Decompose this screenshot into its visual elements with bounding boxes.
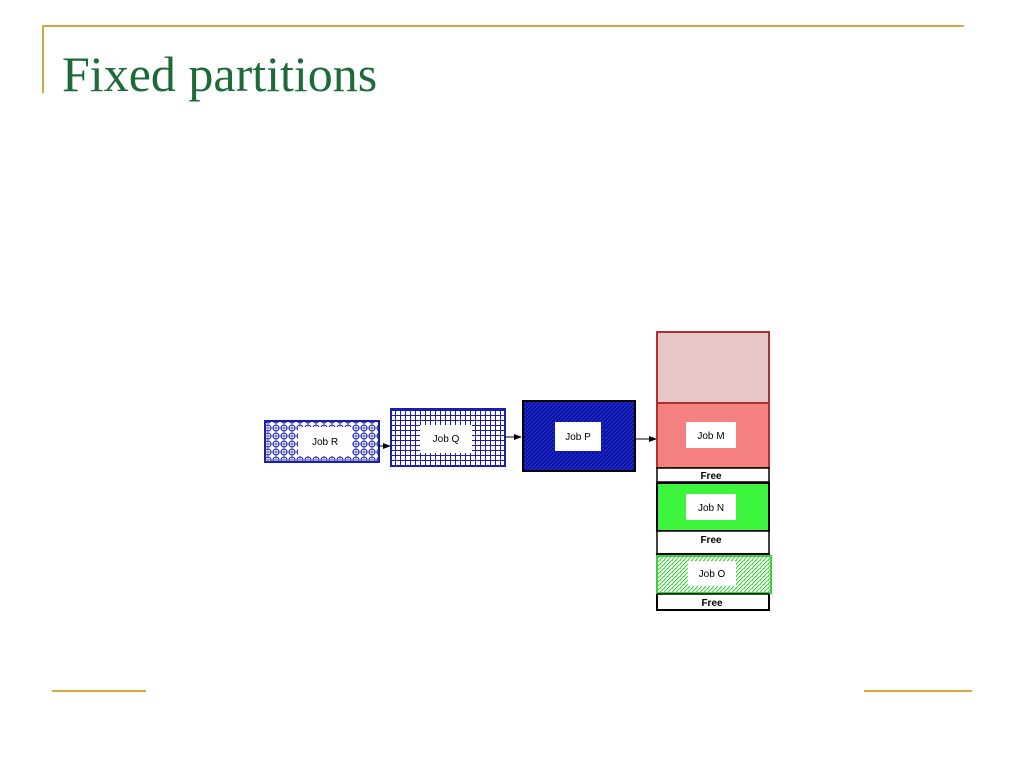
- free-label-2: Free: [700, 535, 722, 546]
- free-label-1: Free: [700, 471, 722, 482]
- footer-rule-left: [52, 690, 146, 692]
- job-q-box: Job Q: [390, 408, 506, 467]
- free-label-3: Free: [701, 598, 723, 609]
- slide-title: Fixed partitions: [62, 46, 378, 102]
- job-n-label: Job N: [698, 503, 724, 514]
- job-r-box: Job R: [264, 420, 380, 463]
- partition-job-n: Job N Free: [656, 482, 770, 555]
- job-m-label: Job M: [697, 431, 724, 442]
- job-q-label: Job Q: [433, 434, 460, 445]
- partition-job-o: Job O Free: [656, 553, 772, 611]
- job-o-label: Job O: [699, 569, 726, 580]
- memory-column: Job M Free Job N Free Job O Free: [656, 331, 772, 611]
- footer-rule-right: [864, 690, 972, 692]
- os-partition: [656, 331, 770, 404]
- job-p-label: Job P: [565, 432, 591, 443]
- partition-job-m: Job M Free: [656, 402, 770, 483]
- job-r-label: Job R: [312, 437, 338, 448]
- title-top-rule: [42, 25, 964, 27]
- job-p-box: Job P: [522, 400, 636, 472]
- title-left-rule: [42, 25, 44, 93]
